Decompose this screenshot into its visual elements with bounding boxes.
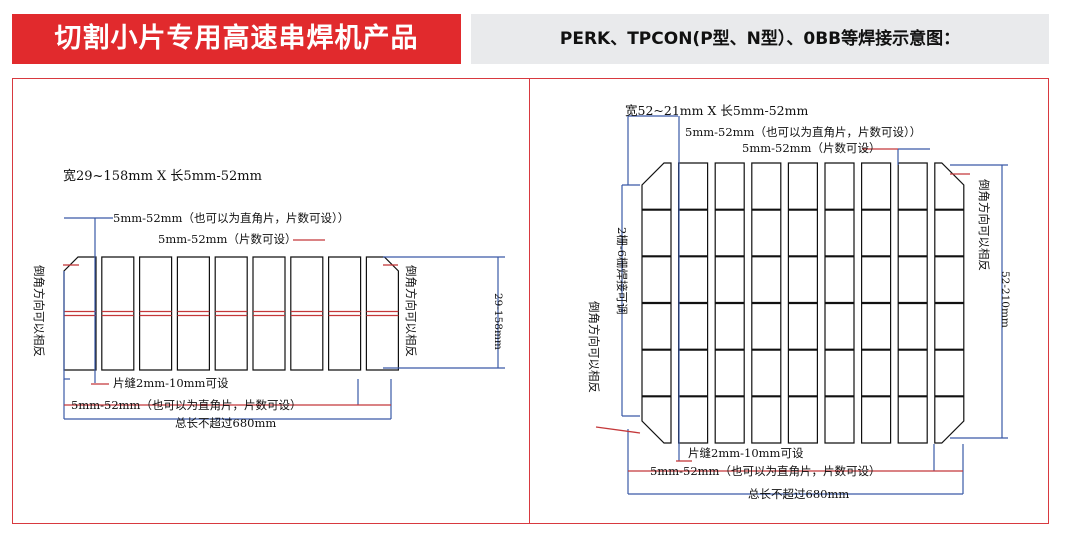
right-top-dim-2: 5mm-52mm（片数可设） xyxy=(742,141,880,155)
left-height-label: 29-158mm xyxy=(492,293,504,350)
right-bottom-dim-label: 5mm-52mm（也可以为直角片，片数可设） xyxy=(650,464,880,478)
left-stringing-diagram: 宽29~158mm X 长5mm-52mm 5mm-52mm（也可以为直角片，片… xyxy=(32,168,505,430)
left-top-dim-1: 5mm-52mm（也可以为直角片，片数可设）） xyxy=(113,211,349,225)
diagram-caption-banner: PERK、TPCON(P型、N型）、0BB等焊接示意图： xyxy=(471,14,1049,64)
left-width-label: 宽29~158mm X 长5mm-52mm xyxy=(63,168,262,184)
left-cell-grid xyxy=(63,256,399,371)
right-cell-grid xyxy=(641,162,965,444)
right-gap-label: 片缝2mm-10mm可设 xyxy=(688,446,804,460)
right-total-length-label: 总长不超过680mm xyxy=(748,487,849,501)
product-title-banner: 切割小片专用高速串焊机产品 xyxy=(12,14,461,64)
right-height-label: 52-210mm xyxy=(999,271,1011,328)
right-grid-label: 2栅-6栅焊接可调 xyxy=(615,227,629,315)
solar-cell-piece xyxy=(214,256,248,371)
left-bottom-dim-label: 5mm-52mm（也可以为直角片，片数可设） xyxy=(71,398,301,412)
left-total-length-label: 总长不超过680mm xyxy=(175,416,276,430)
right-stringing-diagram: 宽52~21mm X 长5mm-52mm 5mm-52mm（也可以为直角片，片数… xyxy=(587,103,1011,501)
left-diagram-panel: 宽29~158mm X 长5mm-52mm 5mm-52mm（也可以为直角片，片… xyxy=(12,78,530,524)
solar-cell-piece xyxy=(139,256,173,371)
right-diagram-panel: 宽52~21mm X 长5mm-52mm 5mm-52mm（也可以为直角片，片数… xyxy=(529,78,1049,524)
right-top-dim-1: 5mm-52mm（也可以为直角片，片数可设）） xyxy=(685,125,921,139)
left-chamfer-right-label: 倒角方向可以相反 xyxy=(404,265,418,357)
left-top-dim-2: 5mm-52mm（片数可设） xyxy=(158,232,296,246)
solar-cell-piece xyxy=(365,256,399,371)
solar-cell-piece xyxy=(63,256,97,371)
right-chamfer-right-label: 倒角方向可以相反 xyxy=(977,179,991,271)
left-gap-label: 片缝2mm-10mm可设 xyxy=(113,376,229,390)
solar-cell-piece xyxy=(176,256,210,371)
left-chamfer-left-label: 倒角方向可以相反 xyxy=(32,265,46,357)
solar-cell-piece xyxy=(290,256,324,371)
solar-cell-piece xyxy=(252,256,286,371)
right-width-label: 宽52~21mm X 长5mm-52mm xyxy=(625,103,808,118)
right-chamfer-arrow-left xyxy=(595,426,641,434)
solar-cell-piece xyxy=(328,256,362,371)
solar-cell-piece xyxy=(101,256,135,371)
right-chamfer-left-label: 倒角方向可以相反 xyxy=(587,301,601,393)
